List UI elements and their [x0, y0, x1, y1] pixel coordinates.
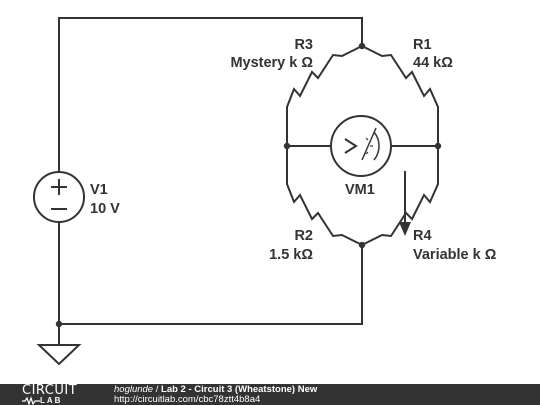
r4-value: Variable k Ω — [413, 247, 497, 263]
resistor-r2 — [286, 146, 363, 246]
footer-bar: CIRCUIT LAB hoglunde / Lab 2 - Circuit 3… — [0, 384, 540, 405]
ground-icon — [36, 344, 82, 366]
wire-bottom — [58, 221, 363, 325]
r2-value: 1.5 kΩ — [269, 247, 313, 263]
v1-value: 10 V — [90, 201, 120, 217]
variable-arrow-icon — [399, 171, 411, 236]
footer-title-line: hoglunde / Lab 2 - Circuit 3 (Wheatstone… — [114, 385, 317, 395]
voltmeter-vm1 — [330, 115, 392, 177]
circuit-url[interactable]: http://circuitlab.com/cbc78ztt4b8a4 — [114, 394, 261, 405]
r1-value: 44 kΩ — [413, 55, 453, 71]
r3-value: Mystery k Ω — [230, 55, 313, 71]
r1-name: R1 — [413, 37, 432, 53]
circuit-schematic: R3 Mystery k Ω R1 44 kΩ VM1 R2 1.5 kΩ R4… — [33, 17, 497, 366]
r3-name: R3 — [294, 37, 313, 53]
resistor-r1 — [361, 45, 439, 146]
v1-name: V1 — [90, 182, 108, 198]
footer-text: hoglunde / Lab 2 - Circuit 3 (Wheatstone… — [114, 385, 317, 405]
junction-dots — [55, 42, 442, 328]
footer-separator: / — [153, 384, 162, 395]
circuitlab-logo[interactable]: CIRCUIT LAB — [22, 384, 94, 405]
logo-top-text: CIRCUIT — [22, 383, 78, 398]
logo-bottom-text: LAB — [40, 396, 63, 405]
author-link[interactable]: hoglunde — [114, 384, 154, 395]
resistor-logo-icon — [22, 396, 40, 405]
resistor-r3 — [286, 45, 363, 146]
wire-top — [58, 17, 363, 173]
r4-name: R4 — [413, 228, 432, 244]
voltmeter-dial-icon — [373, 131, 380, 161]
vm1-name: VM1 — [345, 182, 375, 198]
wires — [58, 17, 439, 346]
circuit-title: Lab 2 - Circuit 3 (Wheatstone) New — [161, 384, 318, 395]
voltmeter-greater-than-icon — [344, 138, 358, 154]
voltage-source-v1 — [33, 171, 85, 223]
r2-name: R2 — [294, 228, 313, 244]
resistor-r4 — [361, 146, 439, 246]
